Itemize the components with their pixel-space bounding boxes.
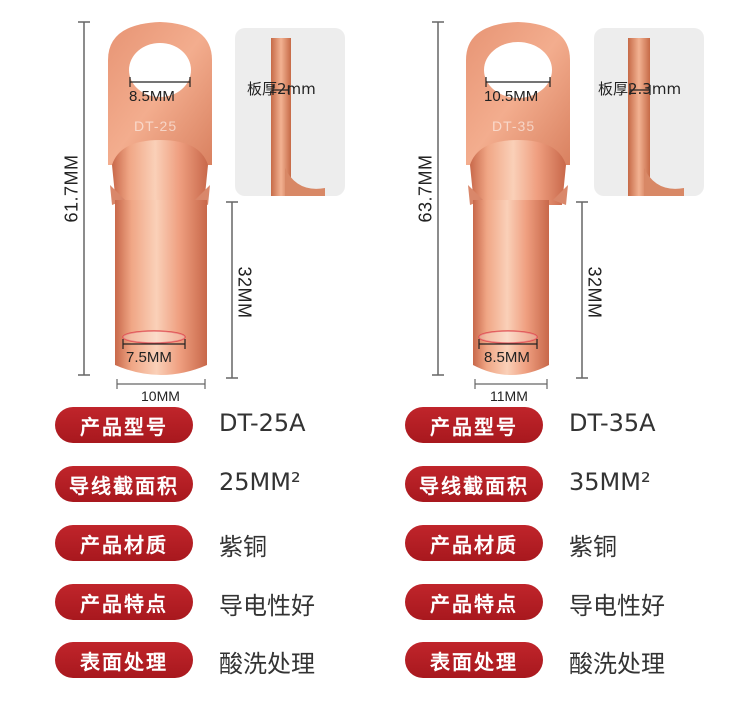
- plate-thickness-label: 板厚2.3mm: [598, 80, 682, 98]
- spec-value: 紫铜: [219, 533, 267, 561]
- spec-label-badge: 产品型号: [405, 407, 543, 443]
- spec-row-material: 产品材质 紫铜: [55, 525, 355, 561]
- spec-value: 35MM²: [569, 468, 651, 496]
- spec-row-model: 产品型号 DT-35A: [405, 407, 705, 443]
- model-stamp: DT-25: [134, 118, 178, 134]
- inner-diameter-label: 7.5MM: [126, 349, 172, 366]
- spec-value: DT-25A: [219, 409, 306, 437]
- total-length-label: 63.7MM: [415, 154, 436, 223]
- spec-label-badge: 导线截面积: [55, 466, 193, 502]
- spec-value: DT-35A: [569, 409, 656, 437]
- barrel-length-label: 32MM: [584, 266, 605, 319]
- product-panel-dt25: DT-25 8.5MM 61.7MM 32MM 7.5MM 10MM 板厚2mm…: [0, 0, 375, 678]
- spec-value: 酸洗处理: [219, 650, 315, 678]
- plate-edge-illustration: [628, 38, 684, 196]
- product-panel-dt35: DT-35 10.5MM 63.7MM 32MM 8.5MM 11MM 板厚2.…: [350, 0, 725, 702]
- spec-label-badge: 产品材质: [405, 525, 543, 561]
- plate-thickness-inset: 板厚2.3mm: [594, 28, 704, 196]
- hole-diameter-label: 8.5MM: [129, 88, 175, 105]
- spec-row-cross-section: 导线截面积 25MM²: [55, 466, 355, 502]
- total-length-label: 61.7MM: [61, 154, 82, 223]
- spec-row-surface: 表面处理 酸洗处理: [405, 642, 705, 678]
- plate-thickness-inset: 板厚2mm: [235, 28, 345, 196]
- barrel-length-label: 32MM: [234, 266, 255, 319]
- spec-row-surface: 表面处理 酸洗处理: [55, 642, 355, 678]
- inner-diameter-label: 8.5MM: [484, 349, 530, 366]
- spec-row-feature: 产品特点 导电性好: [405, 584, 705, 620]
- spec-row-cross-section: 导线截面积 35MM²: [405, 466, 705, 502]
- spec-label-badge: 产品特点: [55, 584, 193, 620]
- spec-label-badge: 产品型号: [55, 407, 193, 443]
- outer-diameter-label: 10MM: [141, 388, 180, 404]
- spec-value: 紫铜: [569, 533, 617, 561]
- plate-edge-illustration: [271, 38, 325, 196]
- spec-label-badge: 产品特点: [405, 584, 543, 620]
- outer-diameter-label: 11MM: [490, 388, 528, 404]
- copper-lug-illustration: [432, 21, 588, 389]
- spec-label-badge: 表面处理: [55, 642, 193, 678]
- spec-label-badge: 产品材质: [55, 525, 193, 561]
- spec-label-badge: 导线截面积: [405, 466, 543, 502]
- spec-row-feature: 产品特点 导电性好: [55, 584, 355, 620]
- spec-row-material: 产品材质 紫铜: [405, 525, 705, 561]
- plate-thickness-label: 板厚2mm: [247, 80, 316, 98]
- lug-figure: DT-35 10.5MM 63.7MM 32MM 8.5MM 11MM 板厚2.…: [350, 0, 725, 404]
- spec-value: 导电性好: [219, 592, 315, 620]
- model-stamp: DT-35: [492, 118, 536, 134]
- spec-row-model: 产品型号 DT-25A: [55, 407, 355, 443]
- spec-label-badge: 表面处理: [405, 642, 543, 678]
- copper-lug-illustration: [78, 21, 238, 389]
- spec-value: 导电性好: [569, 592, 665, 620]
- lug-figure: DT-25 8.5MM 61.7MM 32MM 7.5MM 10MM 板厚2mm: [0, 0, 375, 404]
- hole-diameter-label: 10.5MM: [484, 88, 539, 105]
- spec-value: 25MM²: [219, 468, 301, 496]
- spec-value: 酸洗处理: [569, 650, 665, 678]
